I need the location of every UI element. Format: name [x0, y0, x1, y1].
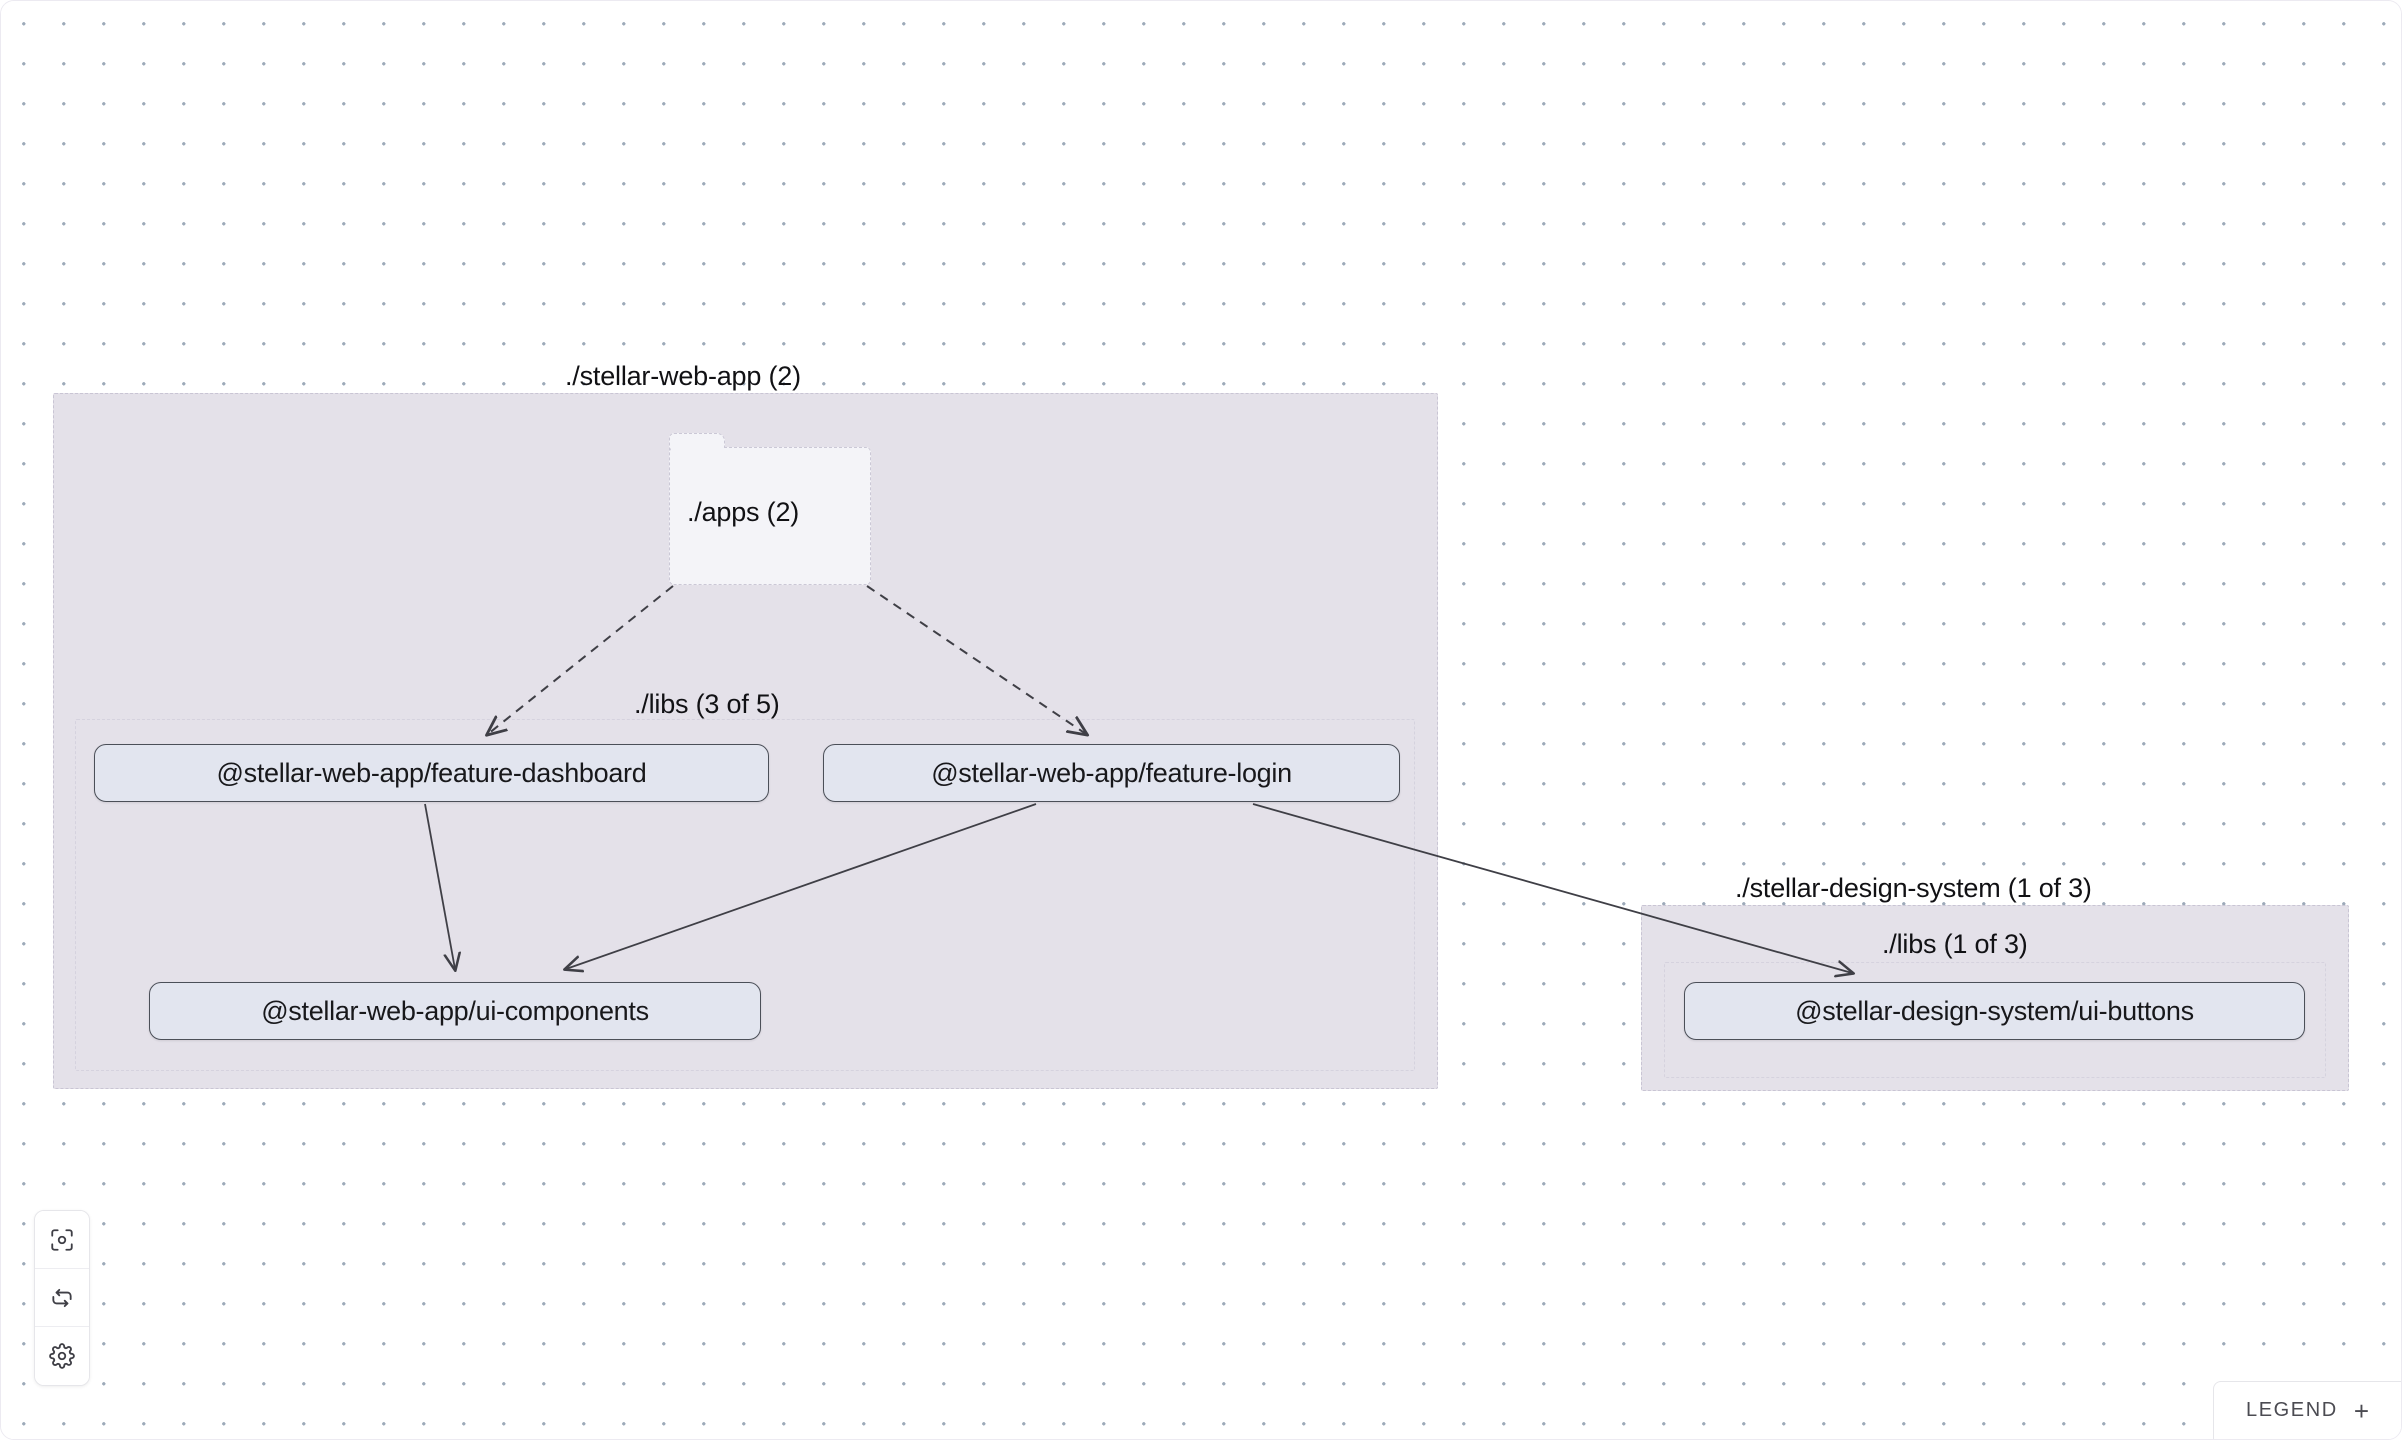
- project-node-ui-components[interactable]: @stellar-web-app/ui-components: [149, 982, 761, 1040]
- focus-target-icon: [49, 1227, 75, 1253]
- project-node-label: @stellar-web-app/ui-components: [261, 995, 649, 1026]
- group-label-stellar-web-app: ./stellar-web-app (2): [565, 361, 801, 391]
- refresh-icon: [49, 1285, 75, 1311]
- project-node-feature-dashboard[interactable]: @stellar-web-app/feature-dashboard: [94, 744, 769, 802]
- folder-tab-seam: [671, 445, 723, 450]
- settings-button[interactable]: [35, 1327, 89, 1385]
- project-node-label: @stellar-design-system/ui-buttons: [1795, 995, 2194, 1026]
- legend-expand-icon: +: [2353, 1395, 2370, 1426]
- project-node-label: @stellar-web-app/feature-login: [931, 757, 1292, 788]
- group-label-stellar-design-system: ./stellar-design-system (1 of 3): [1735, 873, 2092, 903]
- gear-icon: [49, 1343, 75, 1369]
- project-node-feature-login[interactable]: @stellar-web-app/feature-login: [823, 744, 1400, 802]
- group-design-system-libs[interactable]: [1664, 962, 2326, 1078]
- folder-apps[interactable]: [669, 447, 871, 585]
- refresh-graph-button[interactable]: [35, 1269, 89, 1327]
- project-node-ui-buttons[interactable]: @stellar-design-system/ui-buttons: [1684, 982, 2305, 1040]
- focus-graph-button[interactable]: [35, 1211, 89, 1269]
- legend-panel[interactable]: LEGEND +: [2213, 1381, 2401, 1439]
- project-node-label: @stellar-web-app/feature-dashboard: [216, 757, 647, 788]
- legend-label: LEGEND: [2245, 1399, 2338, 1421]
- group-label-web-app-libs: ./libs (3 of 5): [634, 689, 780, 719]
- folder-label-apps: ./apps (2): [687, 497, 800, 527]
- group-label-design-system-libs: ./libs (1 of 3): [1882, 929, 2028, 959]
- graph-toolbar: [34, 1210, 90, 1386]
